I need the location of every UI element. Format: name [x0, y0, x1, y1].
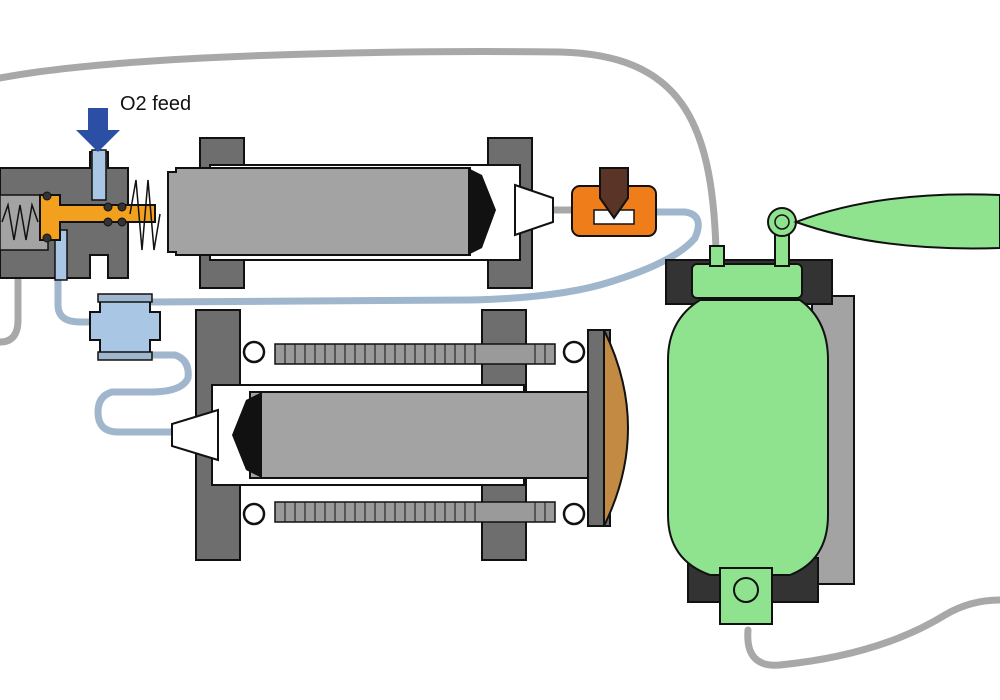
spring-hook-tr [562, 340, 586, 364]
balloon-valve-inner [774, 214, 790, 230]
o2-feed-label: O2 feed [120, 93, 191, 115]
bag-top-cap [691, 263, 803, 299]
reservoir-bag [667, 299, 829, 576]
upper-syringe-nozzle [514, 183, 554, 237]
tubing [0, 48, 1000, 669]
switching-valve-body [89, 297, 161, 359]
left-drain-tube [0, 276, 22, 346]
o-ring-3 [103, 202, 113, 212]
top-return-tube [0, 48, 720, 254]
upper-spring-coils [284, 344, 546, 364]
upper-syringe-plunger [167, 167, 471, 256]
bag-bottom-port [733, 577, 759, 603]
o2-feed-indicator: O2 feed [76, 93, 191, 152]
o-ring-5 [117, 202, 127, 212]
spring-hook-br [562, 502, 586, 526]
o-ring-1 [42, 191, 52, 201]
regulator-port [91, 149, 107, 201]
o-ring-6 [117, 217, 127, 227]
bag-outlet-port [774, 233, 790, 267]
lower-syringe-plunger [249, 391, 591, 479]
regulator-spring [1, 202, 39, 241]
feed-to-valve-tube [54, 266, 104, 326]
exhaust-balloon [793, 193, 1000, 250]
check-valve-return-tube [144, 208, 702, 306]
o-ring-2 [42, 233, 52, 243]
lower-syringe-nozzle [171, 408, 219, 462]
lower-syringe [171, 309, 629, 561]
lower-spring-coils [284, 502, 546, 522]
bellows-pad [603, 329, 629, 527]
down-arrow-icon [76, 108, 120, 152]
switching-valve [89, 293, 161, 361]
actuator-spring [129, 179, 161, 251]
spring-hook-tl [242, 340, 266, 364]
spring-hook-bl [242, 502, 266, 526]
check-valve-plunger [599, 167, 629, 220]
switching-valve-cap-bottom [97, 351, 153, 361]
upper-syringe-tip [468, 168, 496, 255]
bottom-exhaust-tube [744, 596, 1000, 669]
upper-syringe [167, 137, 554, 289]
reservoir-bag-assembly [665, 193, 1000, 625]
check-valve [571, 167, 657, 237]
o-ring-4 [103, 217, 113, 227]
bag-inlet-port [709, 245, 725, 267]
lower-syringe-tip [232, 392, 262, 478]
pressure-regulator [0, 149, 161, 281]
switching-valve-cap-top [97, 293, 153, 303]
valve-to-lower-syringe-tube [94, 351, 192, 436]
